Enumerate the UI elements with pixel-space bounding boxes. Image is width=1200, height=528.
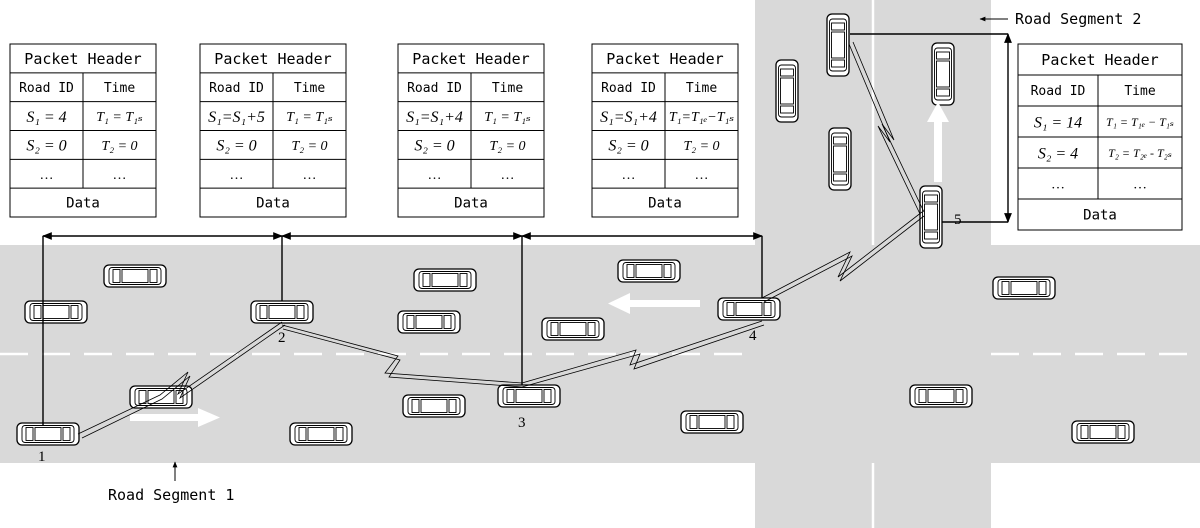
wireless-link-5-top: [848, 41, 925, 215]
vehicle: [680, 410, 744, 434]
time-value: T₁ = T₁ₛ: [484, 110, 531, 125]
road-segment-2-label: Road Segment 2: [1015, 10, 1141, 28]
road-id-value: S₂ = 4: [1038, 145, 1078, 162]
vehicle: [289, 422, 353, 446]
ellipsis: …: [40, 168, 54, 183]
node-label-2: 2: [278, 330, 286, 346]
data-field-label: Data: [66, 196, 100, 212]
time-column-header: Time: [492, 81, 523, 96]
vehicle: [992, 276, 1056, 300]
ellipsis: …: [230, 168, 244, 183]
road-id-value: S₁=S₁+4: [406, 109, 463, 126]
road-id-column-header: Road ID: [601, 81, 656, 96]
road-id-column-header: Road ID: [407, 81, 462, 96]
time-value: T₁ = T₁ₛ: [286, 110, 333, 125]
road-id-value: S₂ = 0: [608, 138, 648, 155]
ellipsis: …: [1051, 178, 1065, 193]
data-field-label: Data: [648, 196, 682, 212]
node-label-5: 5: [954, 212, 962, 228]
vehicle: [413, 268, 477, 292]
data-field-label: Data: [256, 196, 290, 212]
label-pointers: [172, 16, 1008, 481]
wireless-link-3-4: [521, 320, 765, 388]
node-label-1: 1: [38, 449, 46, 465]
road-segment-1-label: Road Segment 1: [108, 486, 234, 504]
node-label-4: 4: [749, 328, 757, 344]
time-value: T₂ = 0: [291, 139, 327, 154]
road-id-value: S₁ = 4: [26, 109, 66, 126]
time-value: T₂ = 0: [101, 139, 137, 154]
ellipsis: …: [428, 168, 442, 183]
direction-arrow-east: [130, 408, 220, 427]
vehicle: [617, 259, 681, 283]
time-column-header: Time: [1124, 84, 1155, 99]
time-value: T₂ = 0: [489, 139, 525, 154]
direction-arrow-north: [927, 102, 949, 182]
time-column-header: Time: [686, 81, 717, 96]
road-id-column-header: Road ID: [209, 81, 264, 96]
road-id-value: S₂ = 0: [26, 138, 66, 155]
data-field-label: Data: [454, 196, 488, 212]
time-column-header: Time: [294, 81, 325, 96]
vehicle: [931, 42, 955, 106]
vehicle-node-3: [497, 384, 561, 408]
ellipsis: …: [501, 168, 515, 183]
road-id-value: S₁ = 14: [1034, 114, 1082, 131]
vehicle-node-1: [16, 422, 80, 446]
vehicle-node-4: [717, 297, 781, 321]
time-value: T₁ = T₁ₑ − T₁ₛ: [1106, 115, 1174, 129]
wireless-link-4-5: [761, 211, 925, 303]
vehicle: [541, 317, 605, 341]
packet-header-title: Packet Header: [412, 50, 529, 68]
direction-arrows: [130, 102, 949, 427]
data-field-label: Data: [1083, 208, 1117, 224]
packet-header-title: Packet Header: [1041, 51, 1158, 69]
time-value: T₂ = 0: [683, 139, 719, 154]
vehicle: [1071, 420, 1135, 444]
packet-header-title: Packet Header: [214, 50, 331, 68]
direction-arrow-west: [608, 293, 700, 314]
vehicle: [103, 264, 167, 288]
time-column-header: Time: [104, 81, 135, 96]
road-id-value: S₁=S₁+5: [208, 109, 265, 126]
road-id-value: S₂ = 0: [216, 138, 256, 155]
road-id-column-header: Road ID: [19, 81, 74, 96]
vehicle: [828, 127, 852, 191]
time-value: T₂ = T₂ₑ - T₂ₛ: [1108, 146, 1172, 160]
ellipsis: …: [695, 168, 709, 183]
segment-measures: [42, 33, 1012, 425]
road-id-value: S₂ = 0: [414, 138, 454, 155]
wireless-links: [77, 41, 925, 439]
ellipsis: …: [303, 168, 317, 183]
time-value: T₁=T₁ₑ−T₁ₛ: [669, 110, 735, 125]
road-id-column-header: Road ID: [1031, 84, 1086, 99]
wireless-link-2-3: [281, 324, 523, 388]
ellipsis: …: [1133, 178, 1147, 193]
time-value: T₁ = T₁ₛ: [96, 110, 143, 125]
node-label-3: 3: [518, 415, 526, 431]
vehicle: [909, 384, 973, 408]
packet-header-title: Packet Header: [24, 50, 141, 68]
vehicle: [775, 59, 799, 123]
ellipsis: …: [622, 168, 636, 183]
vehicle: [24, 300, 88, 324]
vehicle: [402, 394, 466, 418]
ellipsis: …: [113, 168, 127, 183]
vehicle: [397, 310, 461, 334]
road-id-value: S₁=S₁+4: [600, 109, 657, 126]
packet-header-title: Packet Header: [606, 50, 723, 68]
vehicle-node-2: [250, 300, 314, 324]
wireless-link-1-2: [77, 321, 286, 439]
vehicle: [826, 13, 850, 77]
